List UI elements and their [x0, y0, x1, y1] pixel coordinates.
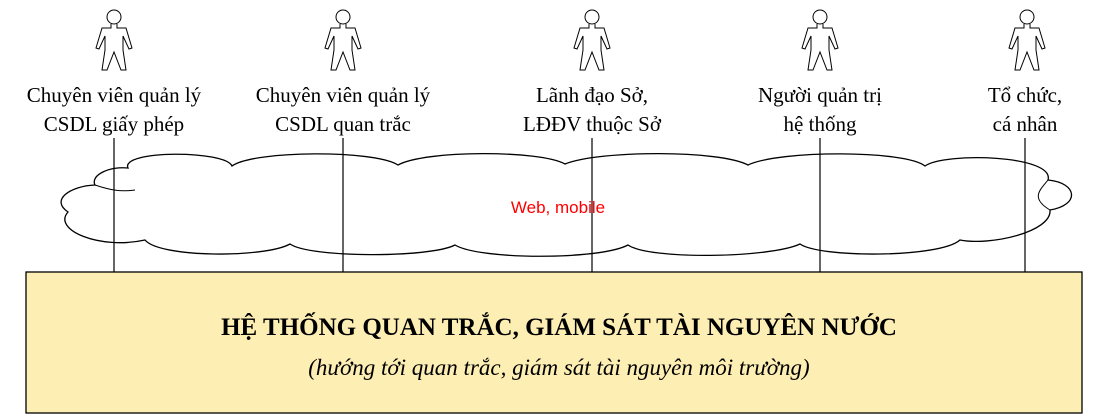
- actor-3-label-line1: Lãnh đạo Sở,: [536, 83, 648, 107]
- person-icon: [324, 9, 362, 71]
- actor-2: Chuyên viên quản lý CSDL quan trắc: [256, 9, 431, 136]
- actor-4-label-line1: Người quản trị: [758, 83, 882, 107]
- actor-2-label-line2: CSDL quan trắc: [275, 112, 411, 136]
- system-box: [25, 271, 1083, 414]
- actor-3-label-line2: LĐĐV thuộc Sở: [523, 112, 662, 136]
- actor-5-label-line2: cá nhân: [993, 112, 1058, 136]
- person-icon: [573, 9, 611, 71]
- actor-4: Người quản trị hệ thống: [758, 9, 882, 136]
- person-icon: [801, 9, 839, 71]
- cloud-shape: [60, 152, 1073, 257]
- cloud-inner-curl-left: [94, 184, 136, 192]
- connector-lines: [113, 138, 1026, 272]
- person-icon: [95, 9, 133, 71]
- actor-1-label-line1: Chuyên viên quản lý: [27, 83, 202, 107]
- cloud-label: Web, mobile: [511, 198, 605, 217]
- system-subtitle: (hướng tới quan trắc, giám sát tài nguyê…: [308, 355, 809, 380]
- cloud-inner-curl-right: [1037, 179, 1051, 211]
- actor-4-label-line2: hệ thống: [784, 112, 857, 136]
- actor-5-label-line1: Tổ chức,: [988, 83, 1062, 107]
- actor-1: Chuyên viên quản lý CSDL giấy phép: [27, 9, 202, 136]
- actor-3: Lãnh đạo Sở, LĐĐV thuộc Sở: [523, 9, 662, 136]
- actor-1-label-line2: CSDL giấy phép: [44, 112, 184, 136]
- person-icon: [1008, 9, 1046, 71]
- system-title: HỆ THỐNG QUAN TRẮC, GIÁM SÁT TÀI NGUYÊN …: [221, 312, 897, 341]
- actor-5: Tổ chức, cá nhân: [988, 9, 1062, 136]
- actor-2-label-line1: Chuyên viên quản lý: [256, 83, 431, 107]
